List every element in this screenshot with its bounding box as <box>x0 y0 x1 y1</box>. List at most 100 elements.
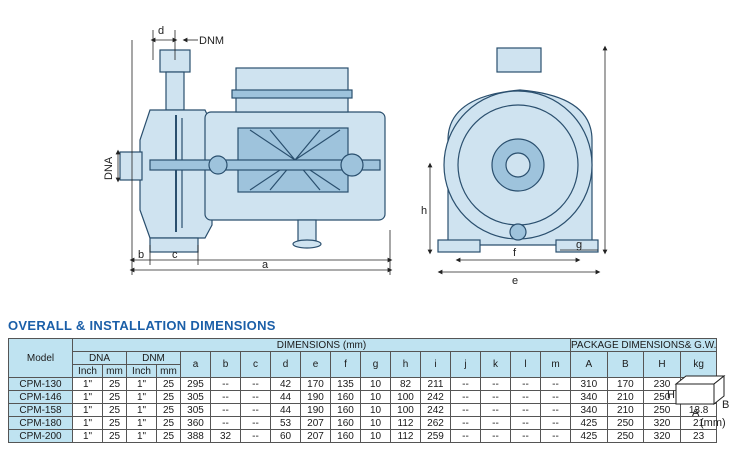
header-dnm-inch: Inch <box>126 364 157 378</box>
cell-dim-k: -- <box>480 377 511 391</box>
label-c: c <box>172 249 178 261</box>
cell-dim-b: -- <box>210 390 241 404</box>
cell-dim-e: 207 <box>300 416 331 430</box>
cell-dim-g: 10 <box>360 429 391 443</box>
front-foot-left <box>437 239 481 253</box>
header-model: Model <box>8 338 73 378</box>
cell-dim-a: 295 <box>180 377 211 391</box>
front-outlet <box>496 47 542 73</box>
cell-dnm-inch: 1" <box>126 403 157 417</box>
cell-dim-a: 305 <box>180 390 211 404</box>
header-dim-m: m <box>540 351 571 378</box>
cell-dim-k: -- <box>480 429 511 443</box>
header-dnm-mm: mm <box>156 364 181 378</box>
cell-dim-h: 100 <box>390 390 421 404</box>
cell-model: CPM-180 <box>8 416 73 430</box>
label-dnm: DNM <box>199 35 224 47</box>
side-dimensions <box>115 30 393 275</box>
header-pkg-a: A <box>570 351 608 378</box>
motor-shaft <box>149 159 381 171</box>
cell-dim-i: 242 <box>420 390 451 404</box>
cell-dna-inch: 1" <box>72 429 103 443</box>
cell-pkg-b: 250 <box>606 429 645 443</box>
cell-dim-j: -- <box>450 416 481 430</box>
cell-pkg-kg: 23 <box>679 429 718 443</box>
cell-dim-b: -- <box>210 403 241 417</box>
cell-dna-inch: 1" <box>72 416 103 430</box>
cell-model: CPM-146 <box>8 390 73 404</box>
cell-dim-c: -- <box>240 403 271 417</box>
header-dim-a: a <box>180 351 211 378</box>
cell-dim-d: 42 <box>270 377 301 391</box>
cell-dim-b: 32 <box>210 429 241 443</box>
cell-dim-k: -- <box>480 416 511 430</box>
cell-pkg-h: 250 <box>643 403 681 417</box>
header-dim-l: l <box>510 351 541 378</box>
label-dna: DNA <box>103 156 115 180</box>
cell-pkg-a: 340 <box>570 403 608 417</box>
cell-dim-h: 112 <box>390 429 421 443</box>
front-labels: h f g e <box>421 205 582 287</box>
label-f: f <box>513 247 517 259</box>
cell-dnm-mm: 25 <box>156 429 181 443</box>
front-view <box>437 47 599 253</box>
cell-dim-f: 160 <box>330 403 361 417</box>
cell-dim-l: -- <box>510 390 541 404</box>
cell-dim-e: 170 <box>300 377 331 391</box>
cell-dim-e: 190 <box>300 390 331 404</box>
cell-dim-b: -- <box>210 416 241 430</box>
cell-dim-i: 242 <box>420 403 451 417</box>
cell-dim-a: 305 <box>180 403 211 417</box>
cell-pkg-b: 170 <box>606 377 645 391</box>
cell-dim-j: -- <box>450 377 481 391</box>
motor-foot <box>297 219 317 243</box>
header-dim-k: k <box>480 351 511 378</box>
legend-b: B <box>722 399 729 411</box>
cell-dim-c: -- <box>240 416 271 430</box>
cell-dnm-mm: 25 <box>156 403 181 417</box>
cell-dim-l: -- <box>510 416 541 430</box>
label-h: h <box>421 205 427 217</box>
cell-dim-f: 160 <box>330 416 361 430</box>
header-dim-b: b <box>210 351 241 378</box>
side-view <box>119 49 386 253</box>
header-dim-e: e <box>300 351 331 378</box>
header-dim-g: g <box>360 351 391 378</box>
header-dimensions: DIMENSIONS (mm) <box>72 338 571 352</box>
legend-a: A <box>692 407 700 419</box>
cell-dim-i: 259 <box>420 429 451 443</box>
cell-dim-k: -- <box>480 390 511 404</box>
cell-dnm-mm: 25 <box>156 390 181 404</box>
cell-dna-inch: 1" <box>72 377 103 391</box>
legend-unit: (mm) <box>700 417 726 429</box>
inlet-port <box>119 151 143 181</box>
header-dim-h: h <box>390 351 421 378</box>
header-dna: DNA <box>72 351 127 365</box>
cell-dim-m: -- <box>540 429 571 443</box>
cell-dim-f: 160 <box>330 429 361 443</box>
dimension-table: Model DIMENSIONS (mm) PACKAGE DIMENSIONS… <box>8 338 718 443</box>
cell-pkg-b: 210 <box>606 403 645 417</box>
cell-dim-m: -- <box>540 403 571 417</box>
label-g: g <box>576 239 582 251</box>
outlet-neck <box>165 71 185 111</box>
section-title: OVERALL & INSTALLATION DIMENSIONS <box>8 318 276 333</box>
front-dimensions <box>427 45 608 275</box>
cell-dim-j: -- <box>450 429 481 443</box>
header-dna-mm: mm <box>102 364 127 378</box>
cell-dim-g: 10 <box>360 390 391 404</box>
cell-dim-k: -- <box>480 403 511 417</box>
cell-pkg-a: 425 <box>570 429 608 443</box>
header-dim-j: j <box>450 351 481 378</box>
cell-dnm-inch: 1" <box>126 377 157 391</box>
cell-model: CPM-200 <box>8 429 73 443</box>
cell-dnm-inch: 1" <box>126 390 157 404</box>
label-e: e <box>512 275 518 287</box>
cell-dim-g: 10 <box>360 377 391 391</box>
cell-dna-mm: 25 <box>102 429 127 443</box>
